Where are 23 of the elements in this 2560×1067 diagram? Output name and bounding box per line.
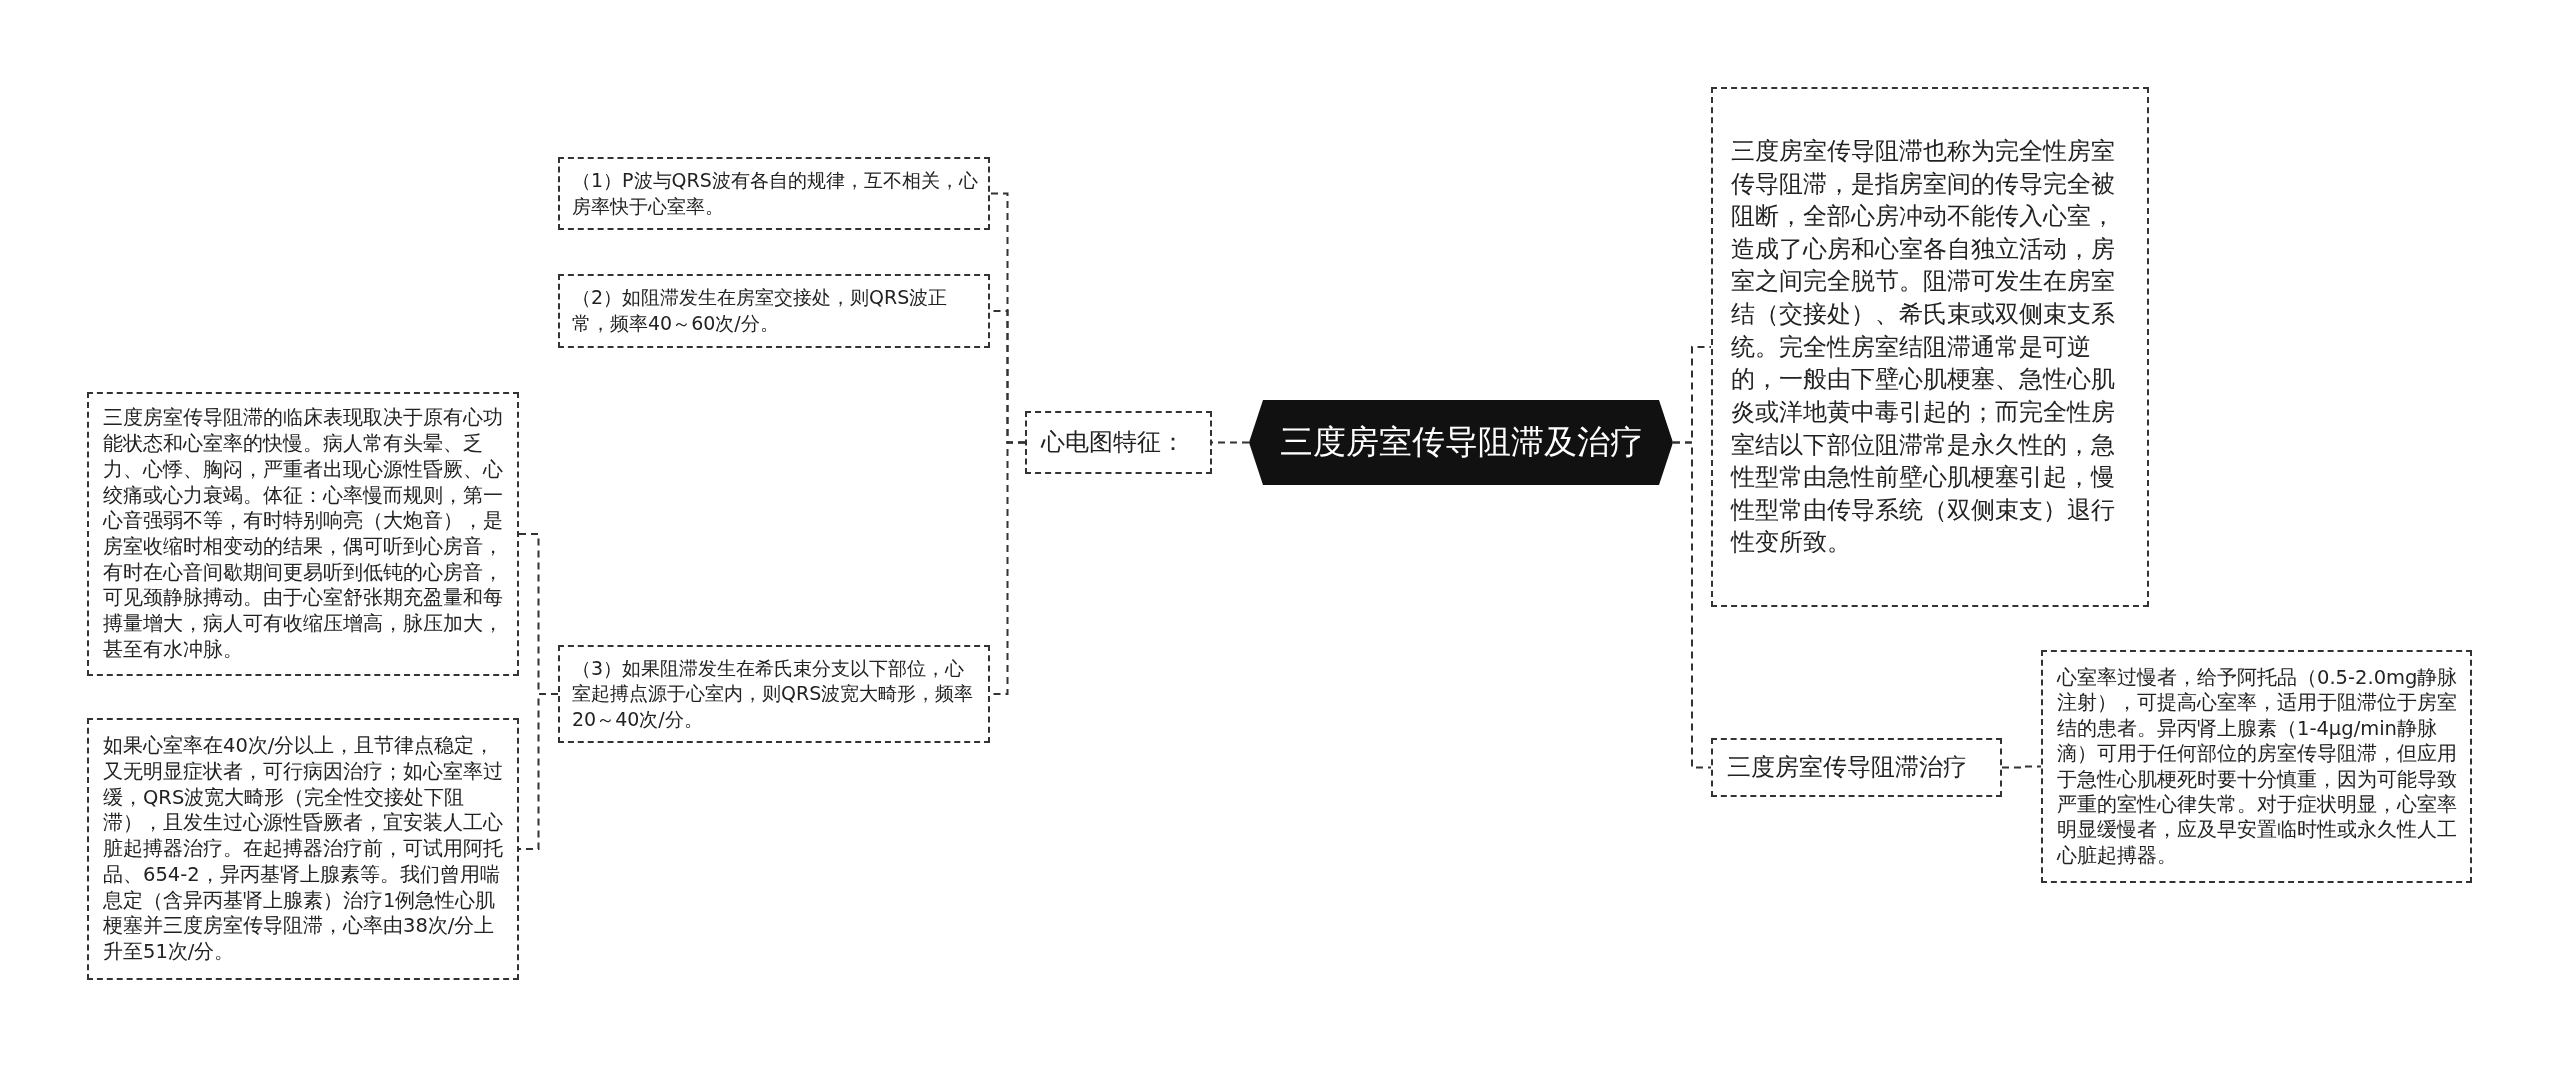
topic-hexagon <box>1249 400 1673 485</box>
box-text: 如果心室率在40次/分以上，且节律点稳定，又无明显症状者，可行病因治疗；如心室率过缓，QRS波宽大畸形（完全性交接处下阻滞），且发生过心源性昏厥者，宜安装人工心脏起搏器治疗。在起搏器治疗前，可试用阿托品、654-2，异丙基肾上腺素等。我们曾用喘息定（含异丙基肾上腺素）治疗1例急性心肌梗塞并三度房室传导阻滞，心率由38次/分上升至51次/分。 <box>103 733 504 965</box>
connector-line <box>2001 765 2042 769</box>
dashed-text-box <box>87 718 519 980</box>
box-text: （2）如阻滞发生在房室交接处，则QRS波正常，频率40～60次/分。 <box>572 285 949 336</box>
box-text: （1）P波与QRS波有各自的规律，互不相关，心房率快于心室率。 <box>572 167 978 219</box>
box-text: 三度房室传导阻滞治疗 <box>1727 751 1967 783</box>
dashed-text-box <box>2041 650 2472 883</box>
dashed-text-box <box>558 157 990 230</box>
dashed-text-box <box>1711 738 2002 797</box>
connector-line <box>1672 441 1712 769</box>
box-text: 心电图特征： <box>1041 426 1185 458</box>
topic-title: 三度房室传导阻滞及治疗 <box>1279 421 1643 463</box>
dashed-text-box <box>87 392 519 676</box>
dashed-text-box <box>558 645 990 743</box>
box-text: 心室率过慢者，给予阿托品（0.5-2.0mg静脉注射），可提高心室率，适用于阻滞位于房室结的患者。异丙肾上腺素（1-4μg/min静脉滴）可用于任何部位的房室传导阻滞，但应用于急性心肌梗死时要十分慎重，因为可能导致严重的室性心律失常。对于症状明显，心室率明显缓慢者，应及早安置临时性或永久性人工心脏起搏器。 <box>2057 665 2458 868</box>
dashed-text-box <box>1025 411 1212 474</box>
dashed-text-box <box>558 274 990 348</box>
box-text: 三度房室传导阻滞也称为完全性房室传导阻滞，是指房室间的传导完全被阻断，全部心房冲动不能传入心室，造成了心房和心室各自独立活动，房室之间完全脱节。阻滞可发生在房室结（交接处）、希氏束或双侧束支系统。完全性房室结阻滞通常是可逆的，一般由下壁心肌梗塞、急性心肌炎或洋地黄中毒引起的；而完全性房室结以下部位阻滞常是永久性的，急性型常由急性前壁心肌梗塞引起，慢性型常由传导系统（双侧束支）退行性变所致。 <box>1731 135 2116 559</box>
dashed-text-box <box>1711 87 2149 607</box>
box-text: 三度房室传导阻滞的临床表现取决于原有心功能状态和心室率的快慢。病人常有头晕、乏力、心悸、胸闷，严重者出现心源性昏厥、心绞痛或心力衰竭。体征：心率慢而规则，第一心音强弱不等，有时特别响亮（大炮音），是房室收缩时相变动的结果，偶可听到心房音，有时在心音间歇期间更易听到低钝的心房音，可见颈静脉搏动。由于心室舒张期充盈量和每搏量增大，病人可有收缩压增高，脉压加大，甚至有水冲脉。 <box>103 405 504 663</box>
box-text: （3）如果阻滞发生在希氏束分支以下部位，心室起搏点源于心室内，则QRS波宽大畸形，频率20～40次/分。 <box>572 655 975 732</box>
connector-line <box>518 693 559 850</box>
